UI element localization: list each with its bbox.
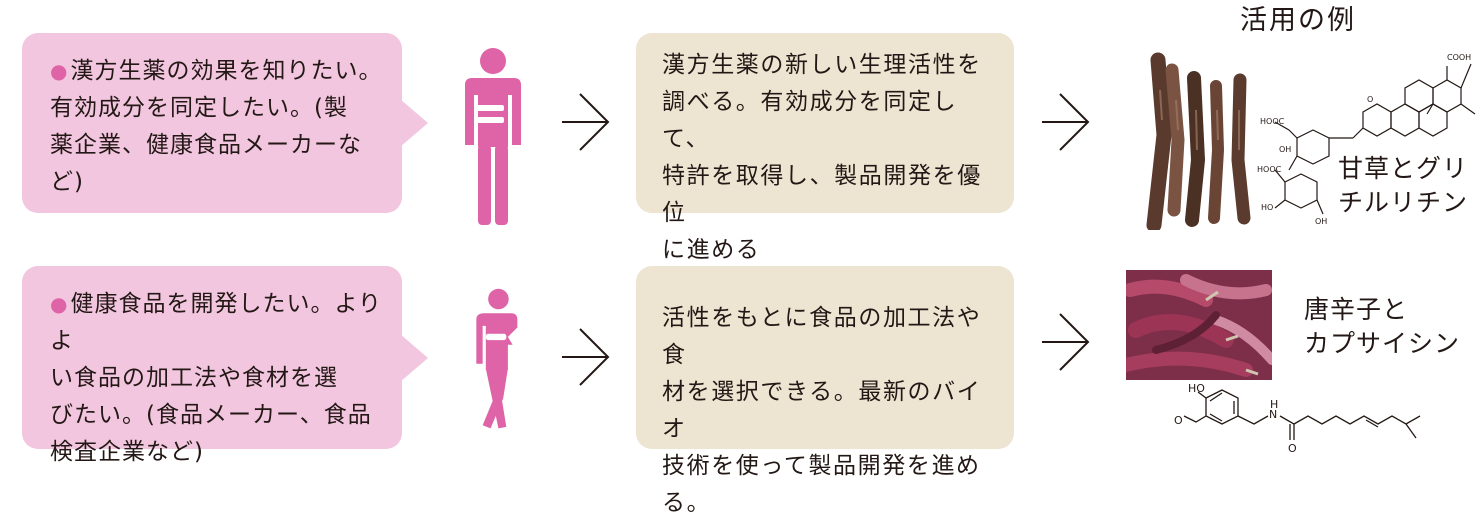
- molecule-label: O: [1288, 442, 1297, 455]
- action-line: 調べる。有効成分を同定して、: [662, 89, 958, 152]
- molecule-label: HOOC: [1260, 117, 1285, 126]
- need-box-2: ●健康食品を開発したい。よりよ い食品の加工法や食材を選 びたい。(食品メーカー…: [22, 266, 428, 465]
- need-line: 検査企業など): [50, 439, 204, 465]
- action-line: 技術を使って製品開発を進める。: [662, 453, 981, 516]
- need-line: い食品の加工法や食材を選: [50, 365, 338, 391]
- arrow-right-icon: [562, 328, 610, 386]
- molecule-label: O: [1367, 95, 1373, 104]
- section-title: 活用の例: [1240, 5, 1356, 36]
- example-label-2: 唐辛子と カプサイシン: [1304, 293, 1460, 361]
- molecule-label: HOOC: [1257, 165, 1282, 174]
- action-line: 特許を取得し、製品開発を優位: [662, 163, 982, 226]
- example-line: 甘草とグリ: [1338, 154, 1469, 183]
- molecule-label: N: [1269, 408, 1277, 421]
- action-line: に進める: [662, 237, 761, 263]
- molecule-label: OH: [1279, 145, 1291, 154]
- arrow-right-icon: [562, 93, 610, 151]
- arrow-right-icon: [1042, 313, 1090, 371]
- molecule-label: OH: [1315, 217, 1327, 226]
- glycyrrhizin-structure: COOH O HOOC HOOC OH HO OH: [1257, 53, 1476, 226]
- capsaicin-structure: HO O N H O: [1174, 384, 1421, 455]
- need-box-1: ●漢方生薬の効果を知りたい。 有効成分を同定したい。(製 薬企業、健康食品メーカ…: [22, 33, 428, 213]
- need-line: ●健康食品を開発したい。よりよ: [50, 291, 382, 354]
- action-box-2: 活性をもとに食品の加工法や食 材を選択できる。最新のバイオ 技術を使って製品開発…: [636, 266, 1014, 516]
- example-line: カプサイシン: [1304, 329, 1461, 358]
- person-thinking-icon: [476, 288, 518, 429]
- bullet-icon: ●: [50, 292, 69, 316]
- action-line: 漢方生薬の新しい生理活性を: [662, 52, 982, 78]
- person-reading-icon: [465, 48, 521, 225]
- molecule-label: O: [1174, 414, 1183, 427]
- action-line: 材を選択できる。最新のバイオ: [662, 379, 982, 442]
- need-line: 薬企業、健康食品メーカーな: [50, 132, 362, 158]
- arrow-right-icon: [1042, 93, 1090, 151]
- example-line: チルリチン: [1338, 188, 1469, 217]
- need-line: ●漢方生薬の効果を知りたい。: [50, 58, 383, 84]
- action-line: 活性をもとに食品の加工法や食: [662, 305, 982, 368]
- licorice-root-photo: [1146, 52, 1251, 230]
- need-line: ど): [50, 169, 84, 195]
- chili-pepper-photo: [1126, 270, 1272, 380]
- need-line: びたい。(食品メーカー、食品: [50, 402, 372, 428]
- molecule-label: HO: [1261, 203, 1273, 212]
- molecule-label: COOH: [1447, 53, 1471, 62]
- example-label-1: 甘草とグリ チルリチン: [1336, 152, 1471, 220]
- need-line: 有効成分を同定したい。(製: [50, 95, 348, 121]
- bullet-icon: ●: [50, 59, 69, 83]
- action-box-1: 漢方生薬の新しい生理活性を 調べる。有効成分を同定して、 特許を取得し、製品開発…: [636, 33, 1014, 263]
- molecule-label: H: [1270, 398, 1278, 411]
- example-line: 唐辛子と: [1304, 295, 1409, 324]
- molecule-label: HO: [1188, 384, 1205, 395]
